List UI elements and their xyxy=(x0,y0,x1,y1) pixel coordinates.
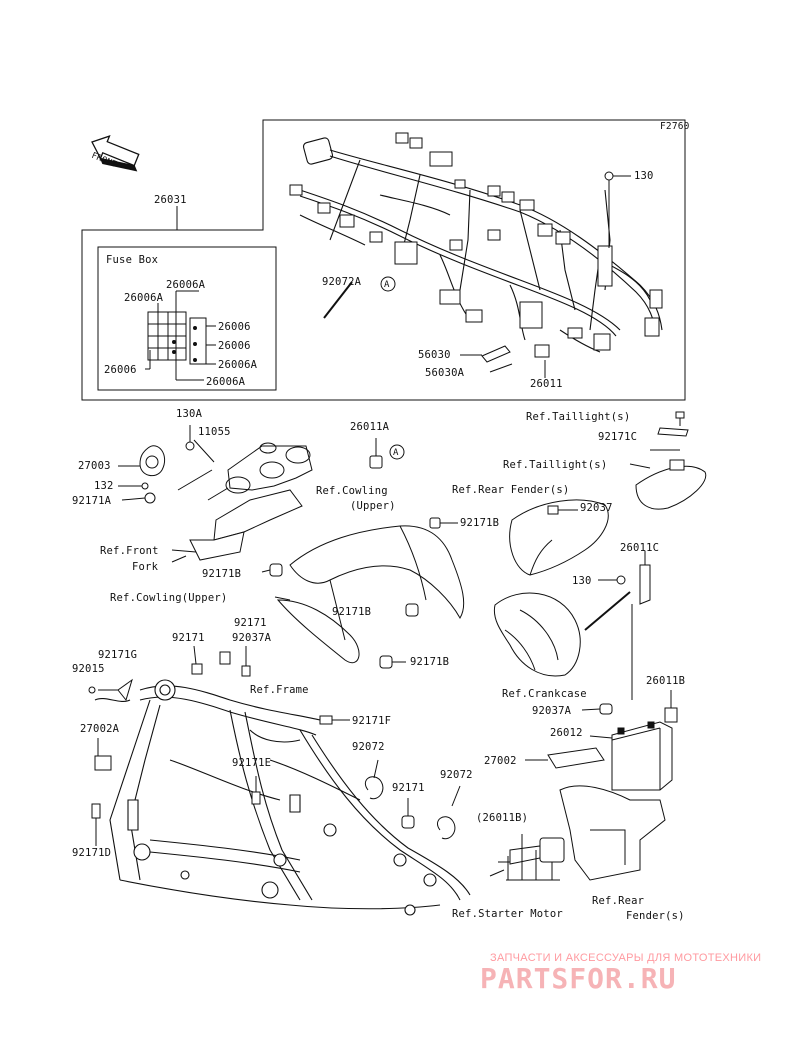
label-ref-cowling-upper-1a: Ref.Cowling xyxy=(316,485,388,497)
label-26011C: 26011C xyxy=(620,542,660,554)
tie-92072-b xyxy=(437,816,456,840)
label-92037: 92037 xyxy=(580,502,613,514)
label-92072A: 92072A xyxy=(322,276,362,288)
label-26011: 26011 xyxy=(530,378,563,390)
label-ref-rear-fender-2b: Fender(s) xyxy=(626,910,685,922)
label-92072-2: 92072 xyxy=(440,769,473,781)
label-26006-2: 26006 xyxy=(218,340,251,352)
label-26012: 26012 xyxy=(550,727,583,739)
label-56030A: 56030A xyxy=(425,367,465,379)
fuse-block-icon xyxy=(147,311,207,365)
label-27003: 27003 xyxy=(78,460,111,472)
label-26006A-2: 26006A xyxy=(124,292,164,304)
front-fork-drawing xyxy=(177,442,313,561)
label-92015: 92015 xyxy=(72,663,105,675)
tie-56030 xyxy=(481,345,511,363)
fuse-leader-lines xyxy=(145,290,216,381)
label-130A: 130A xyxy=(176,408,203,420)
label-26006A-1: 26006A xyxy=(166,279,206,291)
bolt-130-icon xyxy=(604,171,614,181)
watermark-logo: PARTSFOR.RU xyxy=(480,962,677,995)
label-ref-taillight-1: Ref.Taillight(s) xyxy=(526,411,631,423)
label-26031: 26031 xyxy=(154,194,187,206)
front-arrow-icon xyxy=(91,135,140,172)
label-ref-rear-fender-2a: Ref.Rear xyxy=(592,895,645,907)
label-130-mid: 130 xyxy=(572,575,592,587)
label-132: 132 xyxy=(94,480,114,492)
label-92171A: 92171A xyxy=(72,495,112,507)
label-92037A-1: 92037A xyxy=(232,632,272,644)
label-26011A: 26011A xyxy=(350,421,390,433)
label-92171B-3: 92171B xyxy=(332,606,372,618)
label-26006-left: 26006 xyxy=(104,364,137,376)
fuse-box-title: Fuse Box xyxy=(106,254,159,266)
label-92171D: 92171D xyxy=(72,847,112,859)
circle-marker-a-2: A xyxy=(393,448,399,458)
battery-case-drawing xyxy=(559,785,666,881)
rear-fender-drawing xyxy=(509,499,609,576)
label-92171-b: 92171 xyxy=(172,632,205,644)
label-ref-starter-motor: Ref.Starter Motor xyxy=(452,908,563,920)
label-ref-cowling-upper-1b: (Upper) xyxy=(350,500,396,512)
tie-92072A xyxy=(323,281,353,319)
label-56030: 56030 xyxy=(418,349,451,361)
fuse-box-panel xyxy=(97,246,277,391)
label-26006A-3: 26006A xyxy=(218,359,258,371)
label-92171B-1: 92171B xyxy=(460,517,500,529)
label-92171G: 92171G xyxy=(98,649,138,661)
label-ref-cowling-upper-2: Ref.Cowling(Upper) xyxy=(110,592,228,604)
label-92171B-2: 92171B xyxy=(202,568,242,580)
label-26006A-4: 26006A xyxy=(206,376,246,388)
starter-relay-drawing xyxy=(509,837,565,865)
label-27002A: 27002A xyxy=(80,723,120,735)
part-26011A xyxy=(369,455,383,469)
circle-marker-a: A xyxy=(384,280,390,290)
label-ref-frame: Ref.Frame xyxy=(250,684,309,696)
label-26011B: 26011B xyxy=(646,675,686,687)
label-130: 130 xyxy=(634,170,654,182)
part-27002A xyxy=(94,755,112,771)
label-26011B-parenthesized: (26011B) xyxy=(476,812,529,824)
label-27002: 27002 xyxy=(484,755,517,767)
label-92037A-2: 92037A xyxy=(532,705,572,717)
figure-code: F2760 xyxy=(660,121,690,132)
label-ref-front-fork-b: Fork xyxy=(132,561,159,573)
label-92171C: 92171C xyxy=(598,431,638,443)
label-ref-rear-fender-1: Ref.Rear Fender(s) xyxy=(452,484,570,496)
label-11055: 11055 xyxy=(198,426,231,438)
taillight-drawing xyxy=(635,459,707,510)
label-92171-a: 92171 xyxy=(234,617,267,629)
ecu-27002 xyxy=(547,747,605,769)
part-26011C xyxy=(639,564,651,605)
label-ref-taillight-2: Ref.Taillight(s) xyxy=(503,459,608,471)
crankcase-drawing xyxy=(493,592,581,677)
label-92171E: 92171E xyxy=(232,757,272,769)
frame-drawing xyxy=(94,679,471,916)
harness-connectors xyxy=(289,132,663,358)
upper-cowling-drawing xyxy=(276,525,465,663)
label-92072-1: 92072 xyxy=(352,741,385,753)
label-ref-crankcase: Ref.Crankcase xyxy=(502,688,587,700)
label-92171-c: 92171 xyxy=(392,782,425,794)
harness-group-outline xyxy=(81,119,686,401)
battery-drawing xyxy=(611,721,673,791)
label-92171F: 92171F xyxy=(352,715,392,727)
tie-92072-a xyxy=(364,776,384,800)
watermark-tagline: ЗАПЧАСТИ И АКСЕССУАРЫ ДЛЯ МОТОТЕХНИКИ xyxy=(490,952,762,964)
label-26006-1: 26006 xyxy=(218,321,251,333)
horn-icon xyxy=(139,445,166,504)
label-ref-front-fork-a: Ref.Front xyxy=(100,545,159,557)
label-92171B-4: 92171B xyxy=(410,656,450,668)
